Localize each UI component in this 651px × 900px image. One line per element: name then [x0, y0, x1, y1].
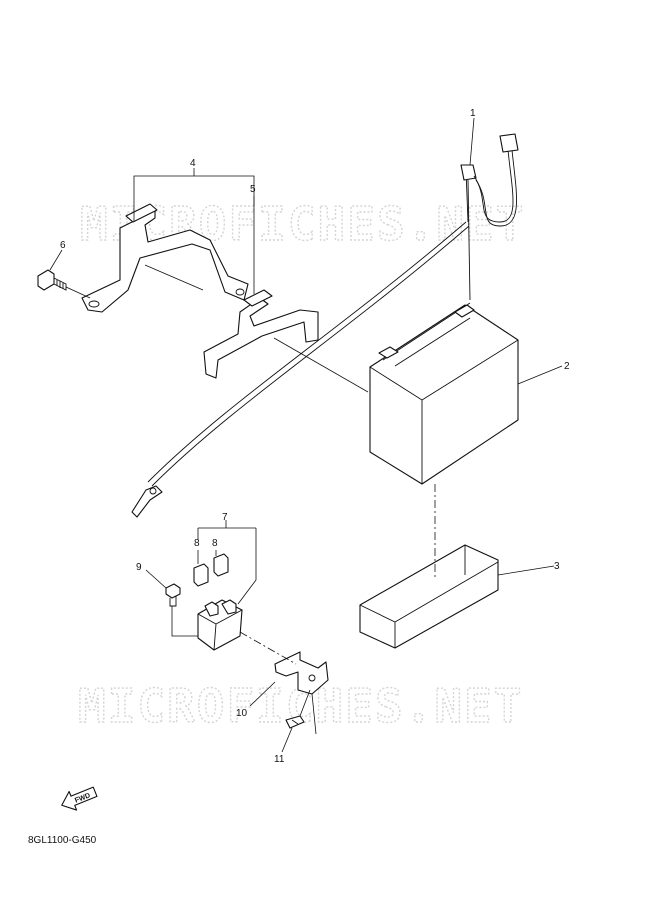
battery-tray — [359, 544, 499, 649]
fuse-left — [193, 563, 209, 587]
assembly-line-bracket — [144, 264, 204, 291]
fwd-arrow-icon: FWD — [61, 786, 98, 811]
callout-8b: 8 — [212, 538, 218, 549]
bolt-9 — [165, 583, 181, 607]
leader-11 — [281, 727, 293, 753]
hold-plate — [203, 289, 319, 379]
leader-2 — [517, 365, 563, 385]
callout-5: 5 — [250, 184, 256, 195]
relay-bracket — [274, 651, 329, 695]
starter-relay — [197, 599, 243, 651]
battery — [369, 302, 519, 485]
callout-3: 3 — [554, 561, 560, 572]
callout-6: 6 — [60, 240, 66, 251]
assembly-line-bolt6 — [65, 286, 91, 299]
callout-11: 11 — [274, 754, 285, 765]
assembly-line-plate — [273, 337, 369, 393]
centerline-relay-bracket — [239, 631, 297, 665]
callout-4: 4 — [190, 158, 196, 169]
callout-9: 9 — [136, 562, 142, 573]
assembly-line-relay — [171, 606, 198, 637]
fuse-right — [213, 553, 229, 577]
clip-11 — [285, 715, 305, 729]
callout-2: 2 — [564, 361, 570, 372]
leader-3 — [497, 565, 555, 576]
callout-10: 10 — [236, 708, 248, 719]
callout-7: 7 — [222, 512, 228, 523]
leader-7 — [197, 520, 257, 605]
leader-1 — [469, 117, 475, 166]
leader-9 — [145, 569, 167, 589]
battery-cable — [131, 133, 519, 518]
bolt-6 — [37, 269, 67, 291]
drawing-code: 8GL1100-G450 — [28, 835, 97, 846]
leader-10 — [249, 681, 276, 707]
assembly-line-clip — [299, 689, 317, 735]
leader-6 — [49, 249, 63, 271]
callout-8a: 8 — [194, 538, 200, 549]
callout-1: 1 — [470, 108, 476, 119]
